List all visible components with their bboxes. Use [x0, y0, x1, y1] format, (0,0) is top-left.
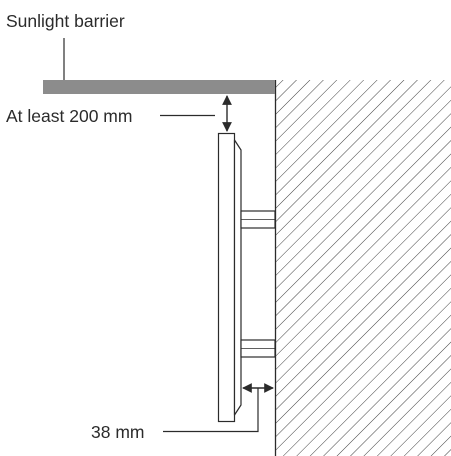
wall-gap-leader [163, 388, 259, 433]
sunlight-barrier-label: Sunlight barrier [6, 11, 125, 31]
wall-mount-bracket-lower [240, 339, 276, 358]
display-panel [217, 132, 242, 423]
wall-gap-label: 38 mm [91, 422, 144, 442]
wall-mount-bracket-upper [240, 210, 276, 229]
min-clearance-label: At least 200 mm [6, 106, 132, 126]
sunlight-barrier [43, 80, 275, 94]
wall [274, 80, 451, 456]
